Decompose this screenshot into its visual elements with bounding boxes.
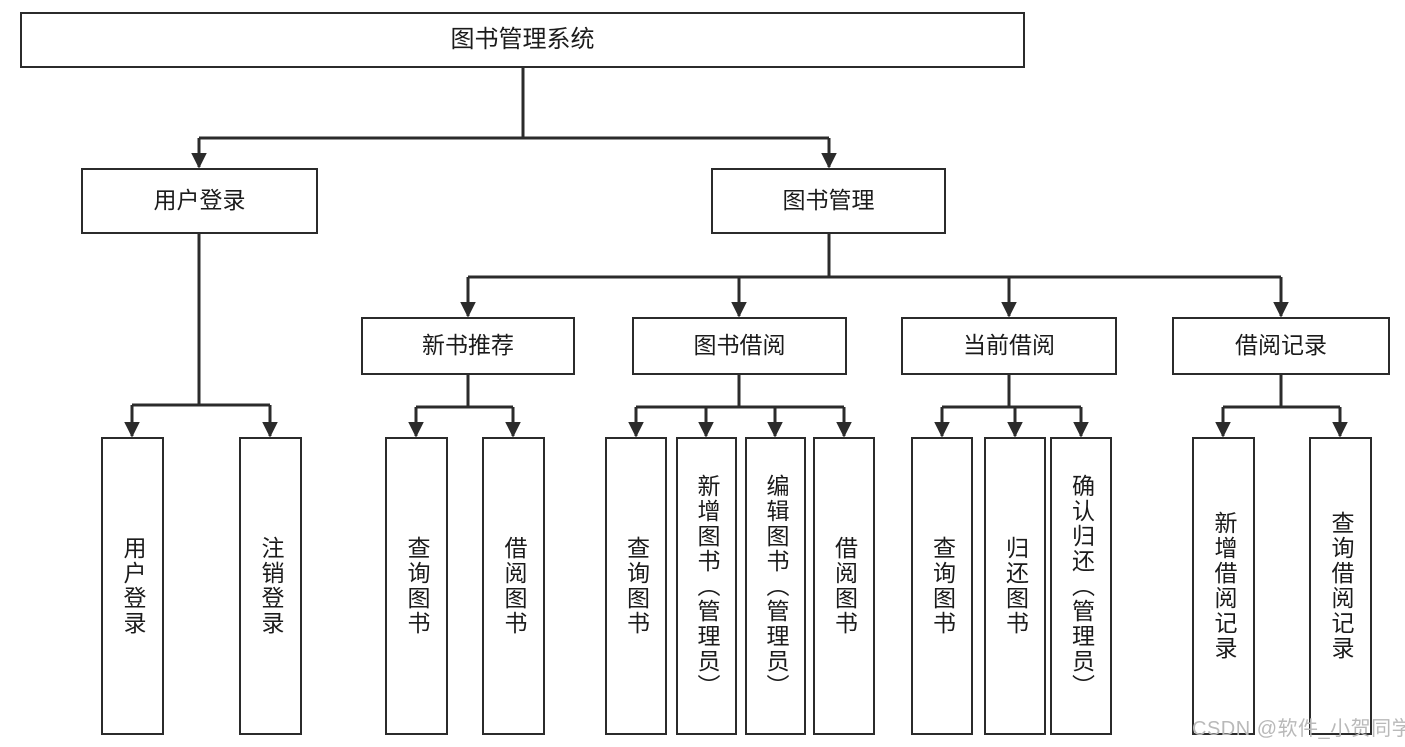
module-node-l3-4-label: 借阅记录	[1235, 332, 1327, 359]
module-node-l3-3[interactable]: 当前借阅	[901, 317, 1117, 375]
leaf-node-7-label: 编辑图书（管理员）	[763, 473, 789, 699]
leaf-node-12[interactable]: 新增借阅记录	[1192, 437, 1255, 735]
module-node-l2-1-label: 用户登录	[153, 187, 246, 214]
leaf-node-8[interactable]: 借阅图书	[813, 437, 875, 735]
leaf-node-5[interactable]: 查询图书	[605, 437, 667, 735]
leaf-node-11-label: 确认归还（管理员）	[1068, 473, 1095, 699]
leaf-node-2-label: 注销登录	[258, 536, 284, 636]
leaf-node-8-label: 借阅图书	[831, 536, 858, 636]
leaf-node-10[interactable]: 归还图书	[984, 437, 1046, 735]
module-node-l2-2[interactable]: 图书管理	[711, 168, 946, 234]
module-node-l3-2-label: 图书借阅	[693, 332, 786, 359]
leaf-node-3-label: 查询图书	[404, 536, 430, 636]
root-node-system[interactable]: 图书管理系统	[20, 12, 1025, 68]
leaf-node-9[interactable]: 查询图书	[911, 437, 973, 735]
leaf-node-10-label: 归还图书	[1002, 536, 1029, 636]
watermark-text: CSDN @软件_小贺同学	[1192, 718, 1405, 740]
leaf-node-1-label: 用户登录	[120, 536, 146, 636]
leaf-node-7[interactable]: 编辑图书（管理员）	[745, 437, 806, 735]
leaf-node-2[interactable]: 注销登录	[239, 437, 302, 735]
leaf-node-12-label: 新增借阅记录	[1211, 511, 1237, 661]
module-node-l3-4[interactable]: 借阅记录	[1172, 317, 1390, 375]
leaf-node-5-label: 查询图书	[623, 536, 650, 636]
leaf-node-6[interactable]: 新增图书（管理员）	[676, 437, 737, 735]
leaf-node-11[interactable]: 确认归还（管理员）	[1050, 437, 1112, 735]
leaf-node-3[interactable]: 查询图书	[385, 437, 448, 735]
leaf-node-6-label: 新增图书（管理员）	[694, 473, 720, 699]
module-node-l3-2[interactable]: 图书借阅	[632, 317, 847, 375]
module-node-l2-2-label: 图书管理	[782, 187, 875, 214]
leaf-node-1[interactable]: 用户登录	[101, 437, 164, 735]
module-node-l3-3-label: 当前借阅	[963, 332, 1055, 359]
leaf-node-13[interactable]: 查询借阅记录	[1309, 437, 1372, 735]
leaf-node-13-label: 查询借阅记录	[1328, 511, 1354, 661]
root-node-system-label: 图书管理系统	[450, 25, 595, 53]
module-node-l2-1[interactable]: 用户登录	[81, 168, 318, 234]
module-node-l3-1-label: 新书推荐	[422, 332, 514, 359]
leaf-node-9-label: 查询图书	[929, 536, 956, 636]
leaf-node-4[interactable]: 借阅图书	[482, 437, 545, 735]
leaf-node-4-label: 借阅图书	[501, 536, 527, 636]
module-node-l3-1[interactable]: 新书推荐	[361, 317, 575, 375]
